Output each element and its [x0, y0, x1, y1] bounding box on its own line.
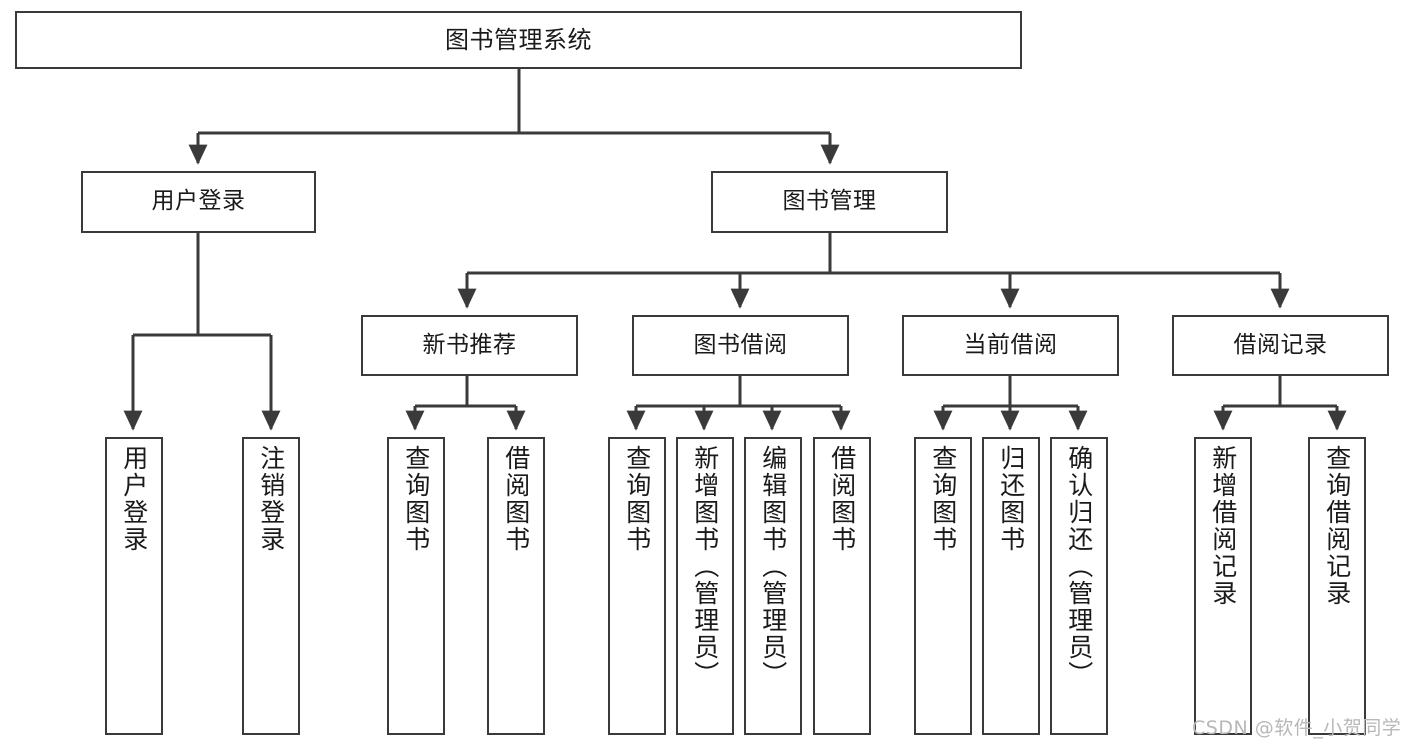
- node-leaf-borrow-book-recommend[interactable]: 借阅图书: [487, 437, 545, 735]
- node-label: 借阅图书: [501, 445, 531, 553]
- node-book-manage[interactable]: 图书管理: [711, 171, 948, 233]
- node-label: 图书管理系统: [445, 25, 592, 54]
- node-label: 查询图书: [401, 445, 431, 553]
- node-label: 编辑图书（管理员）: [758, 445, 788, 688]
- node-book-borrow[interactable]: 图书借阅: [632, 315, 849, 376]
- node-label: 新增图书（管理员）: [690, 445, 720, 688]
- node-label: 图书借阅: [693, 331, 788, 358]
- node-leaf-user-logout[interactable]: 注销登录: [242, 437, 300, 735]
- node-label: 查询图书: [622, 445, 652, 553]
- node-label: 用户登录: [151, 188, 246, 215]
- node-leaf-user-login[interactable]: 用户登录: [105, 437, 163, 735]
- node-leaf-add-book-admin[interactable]: 新增图书（管理员）: [676, 437, 734, 735]
- node-current-borrow[interactable]: 当前借阅: [902, 315, 1119, 376]
- node-leaf-edit-book-admin[interactable]: 编辑图书（管理员）: [744, 437, 802, 735]
- node-leaf-query-book-recommend[interactable]: 查询图书: [387, 437, 445, 735]
- node-leaf-add-borrow-record[interactable]: 新增借阅记录: [1194, 437, 1252, 735]
- node-label: 查询借阅记录: [1322, 445, 1352, 607]
- node-label: 新增借阅记录: [1208, 445, 1238, 607]
- node-user-login[interactable]: 用户登录: [81, 171, 316, 233]
- node-label: 用户登录: [119, 445, 149, 553]
- node-root-book-management-system[interactable]: 图书管理系统: [15, 11, 1022, 69]
- node-label: 注销登录: [256, 445, 286, 553]
- node-leaf-query-book-borrow[interactable]: 查询图书: [608, 437, 666, 735]
- node-label: 归还图书: [996, 445, 1026, 553]
- node-leaf-query-borrow-record[interactable]: 查询借阅记录: [1308, 437, 1366, 735]
- node-label: 借阅记录: [1233, 331, 1328, 358]
- node-label: 图书管理: [782, 188, 877, 215]
- node-leaf-confirm-return-admin[interactable]: 确认归还（管理员）: [1050, 437, 1108, 735]
- node-leaf-query-book-current[interactable]: 查询图书: [914, 437, 972, 735]
- node-label: 查询图书: [928, 445, 958, 553]
- node-label: 确认归还（管理员）: [1064, 445, 1094, 688]
- node-label: 当前借阅: [963, 331, 1058, 358]
- csdn-watermark: CSDN @软件_小贺同学: [1192, 717, 1402, 739]
- node-leaf-borrow-book[interactable]: 借阅图书: [813, 437, 871, 735]
- node-label: 新书推荐: [422, 331, 517, 358]
- node-label: 借阅图书: [827, 445, 857, 553]
- node-borrow-record[interactable]: 借阅记录: [1172, 315, 1389, 376]
- node-leaf-return-book[interactable]: 归还图书: [982, 437, 1040, 735]
- node-new-book-recommend[interactable]: 新书推荐: [361, 315, 578, 376]
